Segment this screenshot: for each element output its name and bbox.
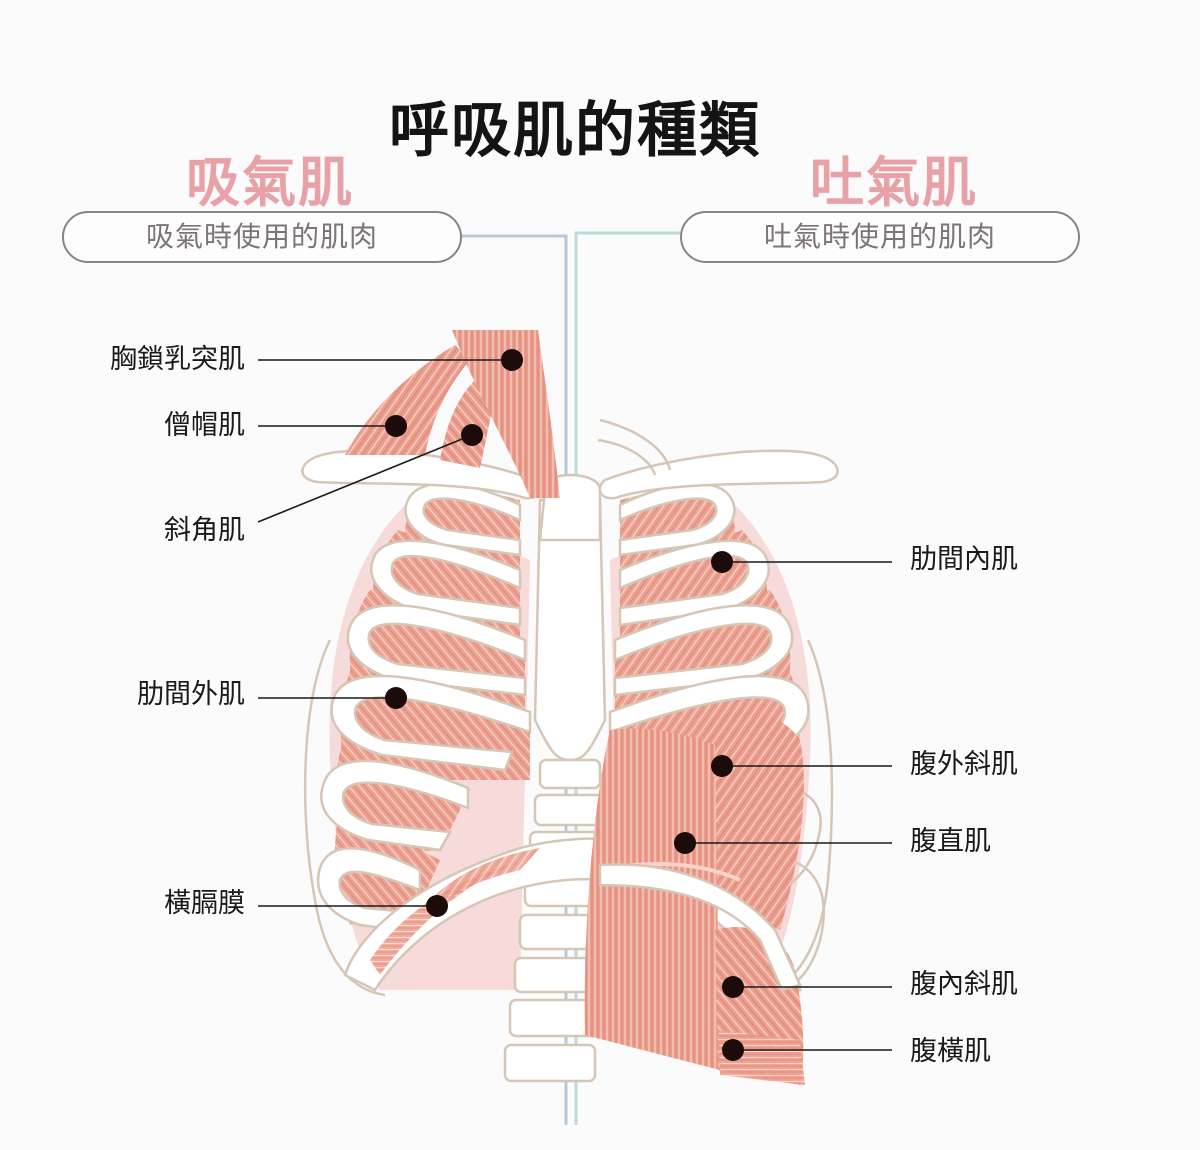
page-title: 呼吸肌的種類 xyxy=(389,96,761,166)
label-internal-intercostal: 肋間內肌 xyxy=(910,544,1018,575)
exhale-connector-line xyxy=(574,231,680,1125)
inhale-leader-lines xyxy=(257,359,512,907)
marker-diaphragm xyxy=(426,895,448,917)
inhale-description-pill: 吸氣時使用的肌肉 xyxy=(62,211,462,263)
marker-trapezius xyxy=(385,415,407,437)
marker-sternocleidomastoid xyxy=(501,349,523,371)
label-external-intercostal: 肋間外肌 xyxy=(137,679,245,710)
label-internal-oblique: 腹內斜肌 xyxy=(910,969,1018,1000)
marker-rectus-abdominis xyxy=(674,832,696,854)
marker-internal-oblique xyxy=(722,976,744,998)
marker-external-oblique xyxy=(711,755,733,777)
marker-transversus-abdominis xyxy=(722,1039,744,1061)
neck-muscles-group xyxy=(345,330,560,498)
label-diaphragm: 橫膈膜 xyxy=(164,888,245,919)
label-sternocleidomastoid: 胸鎖乳突肌 xyxy=(110,344,245,375)
exhale-heading: 吐氣肌 xyxy=(810,151,978,214)
label-rectus-abdominis: 腹直肌 xyxy=(910,826,991,857)
label-external-oblique: 腹外斜肌 xyxy=(910,749,1018,780)
exhale-description-pill: 吐氣時使用的肌肉 xyxy=(680,211,1080,263)
label-trapezius: 僧帽肌 xyxy=(164,410,245,441)
marker-external-intercostal xyxy=(385,687,407,709)
inhale-heading: 吸氣肌 xyxy=(186,151,354,214)
exhale-leader-lines xyxy=(685,561,892,1051)
inhale-connector-line xyxy=(462,234,568,1125)
label-transversus-abdominis: 腹橫肌 xyxy=(910,1036,991,1067)
marker-internal-intercostal xyxy=(711,551,733,573)
label-scalene: 斜角肌 xyxy=(164,515,245,546)
marker-scalene xyxy=(461,424,483,446)
